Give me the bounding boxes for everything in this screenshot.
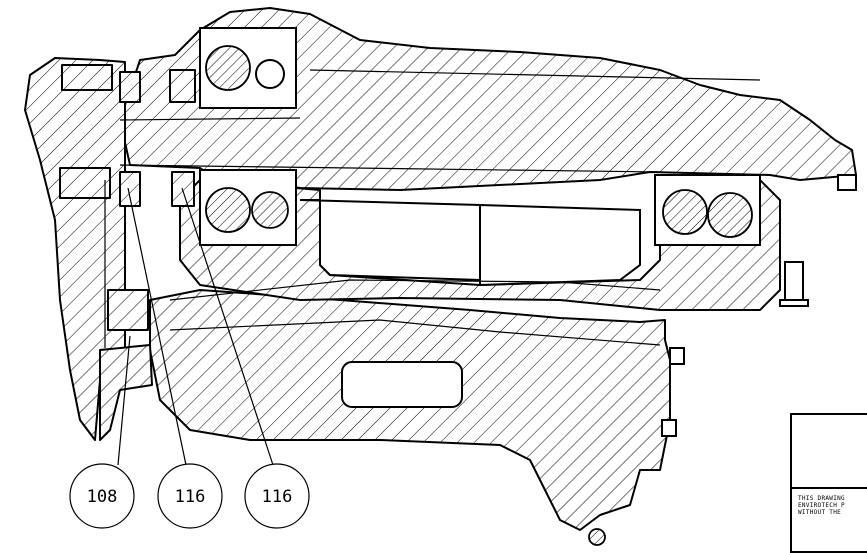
foot: [99, 344, 153, 441]
inner-cavity: [299, 199, 481, 282]
balloon-116-a: 116: [157, 463, 223, 529]
title-block: THIS DRAWING ENVIROTECH P WITHOUT THE: [790, 413, 867, 553]
seal-top-right: [169, 69, 196, 103]
bearing-ball-top-2: [255, 59, 285, 89]
fitting-2: [661, 419, 677, 437]
balloon-108: 108: [69, 463, 135, 529]
right-bolt: [784, 261, 804, 303]
balloon-116b-label: 116: [262, 487, 293, 507]
right-washer: [779, 299, 809, 307]
rib-lower: [169, 319, 661, 346]
bearing-ball-top-1: [205, 45, 251, 91]
seal-top-left: [119, 71, 141, 103]
bearing-ball-mid-2: [251, 191, 289, 229]
title-note-line-3: WITHOUT THE: [798, 509, 842, 516]
cap-flange: [61, 64, 113, 91]
drain-plug: [588, 528, 606, 546]
fitting-1: [669, 347, 685, 365]
bearing-ball-right-2: [707, 192, 753, 238]
title-note-line-2: ENVIROTECH P: [798, 502, 845, 509]
inner-cavity-2: [479, 203, 641, 287]
nut-block: [107, 289, 149, 331]
right-boss: [837, 174, 857, 191]
title-note-line-1: THIS DRAWING: [798, 495, 845, 502]
rib: [169, 279, 661, 301]
balloon-116-b: 116: [244, 463, 310, 529]
cap-flange-lower: [59, 167, 111, 199]
seal-mid-left: [119, 171, 141, 207]
balloon-116a-label: 116: [175, 487, 206, 507]
housing-body: [119, 7, 857, 191]
seal-mid-right: [171, 171, 195, 207]
leader-108: [117, 335, 131, 466]
balloon-108-label: 108: [87, 487, 118, 507]
bearing-ball-right-1: [662, 189, 708, 235]
pocket-slot: [341, 361, 463, 408]
bearing-ball-mid-1: [205, 187, 251, 233]
title-block-divider: [792, 487, 867, 489]
casting-lower: [149, 289, 671, 531]
leader-116b: [181, 187, 274, 466]
end-cap: [24, 57, 126, 441]
leader-116a: [127, 187, 187, 466]
